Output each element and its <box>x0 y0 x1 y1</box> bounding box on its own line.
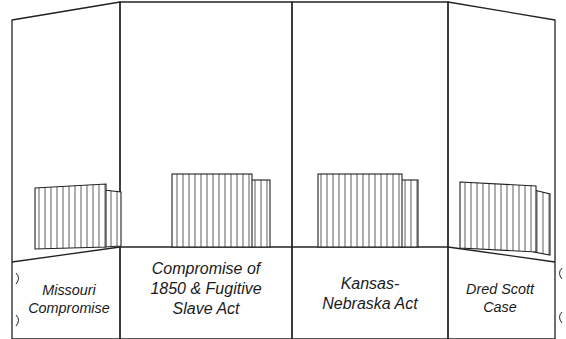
label-text: Kansas-Nebraska Act <box>314 274 426 314</box>
center-right-panel <box>292 2 448 339</box>
hole-mark <box>560 268 563 279</box>
label-text: Missouri Compromise <box>21 281 117 317</box>
card-stack <box>172 174 252 247</box>
panel-label: Kansas-Nebraska Act <box>294 249 446 339</box>
panel-label: Missouri Compromise <box>20 262 118 339</box>
card-stack-back <box>250 180 270 247</box>
card-stack-back <box>400 180 418 247</box>
right-flap <box>448 2 555 339</box>
center-left-panel <box>120 2 292 339</box>
card-stack <box>318 174 402 247</box>
panel-label: Dred Scott Case <box>450 262 550 339</box>
hole-mark <box>16 315 19 326</box>
card-stack <box>460 182 536 252</box>
label-divider <box>12 247 120 262</box>
hole-mark <box>16 273 19 284</box>
panel-label: Compromise of 1850 & Fugitive Slave Act <box>122 249 290 339</box>
label-text: Compromise of 1850 & Fugitive Slave Act <box>140 259 272 319</box>
left-flap <box>12 2 120 339</box>
card-stack <box>35 184 106 249</box>
hole-mark <box>560 312 563 323</box>
label-text: Dred Scott Case <box>451 280 549 316</box>
